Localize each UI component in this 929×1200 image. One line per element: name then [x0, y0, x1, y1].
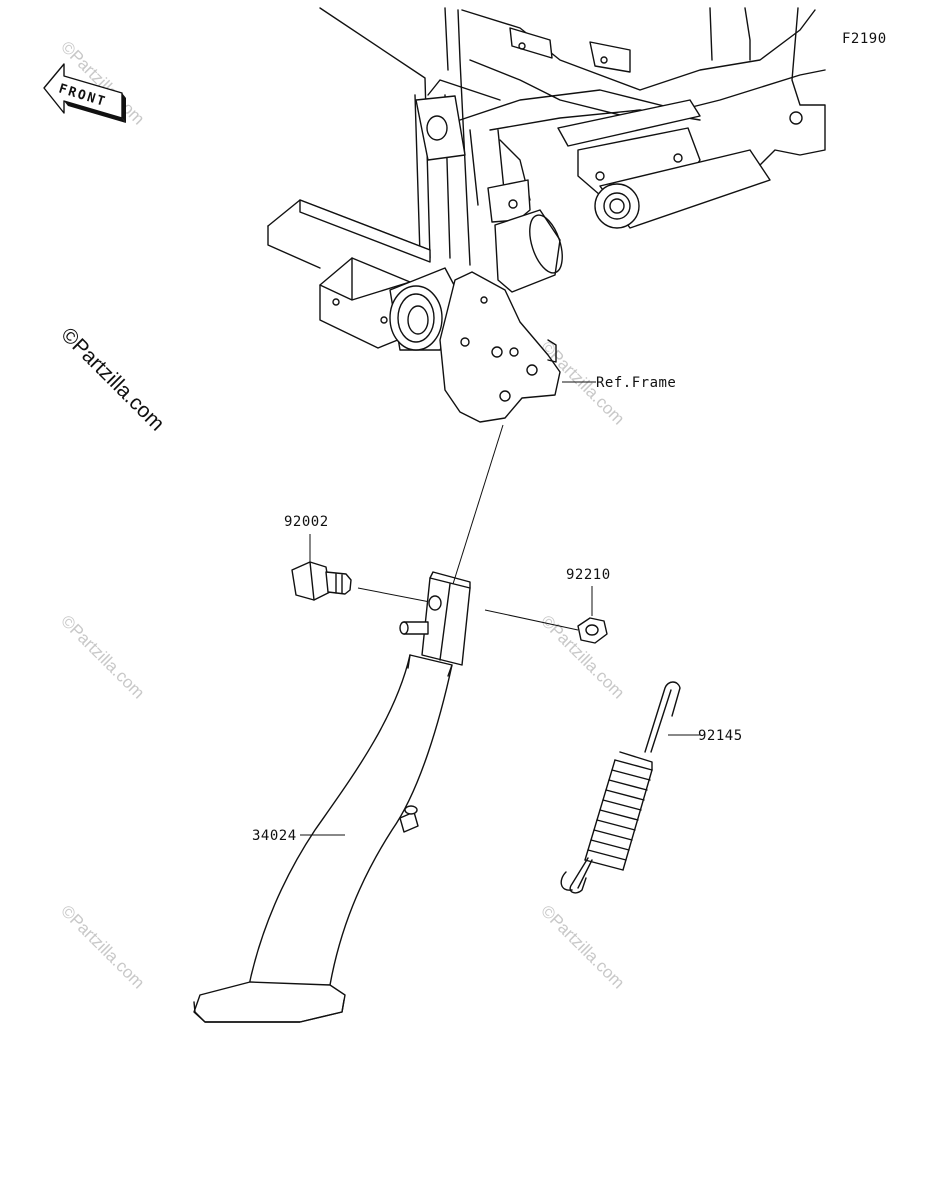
side-stand-34024[interactable]: [193, 571, 471, 1023]
frame-assembly: [267, 7, 826, 423]
diagram-code: F2190: [842, 31, 887, 47]
watermark-6: ©Partzilla.com: [537, 901, 628, 992]
assembly-line-stand: [452, 424, 504, 585]
nut-92210[interactable]: [577, 617, 608, 644]
watermark-5: ©Partzilla.com: [57, 901, 148, 992]
part-label-92210[interactable]: 92210: [566, 567, 611, 583]
watermark-3: ©Partzilla.com: [57, 611, 148, 702]
part-label-34024[interactable]: 34024: [252, 828, 297, 844]
nut-assembly-line: [484, 609, 579, 631]
bolt-assembly-line: [357, 587, 431, 603]
spring-92145[interactable]: [560, 681, 681, 894]
spring-coils: [584, 751, 653, 871]
part-label-92002[interactable]: 92002: [284, 514, 329, 530]
bolt-92002[interactable]: [291, 561, 352, 601]
watermark-main: ©Partzilla.com: [56, 323, 168, 435]
part-label-92145[interactable]: 92145: [698, 728, 743, 744]
front-arrow-icon: FRONT: [43, 63, 126, 123]
ref-frame-label: Ref.Frame: [596, 375, 676, 391]
